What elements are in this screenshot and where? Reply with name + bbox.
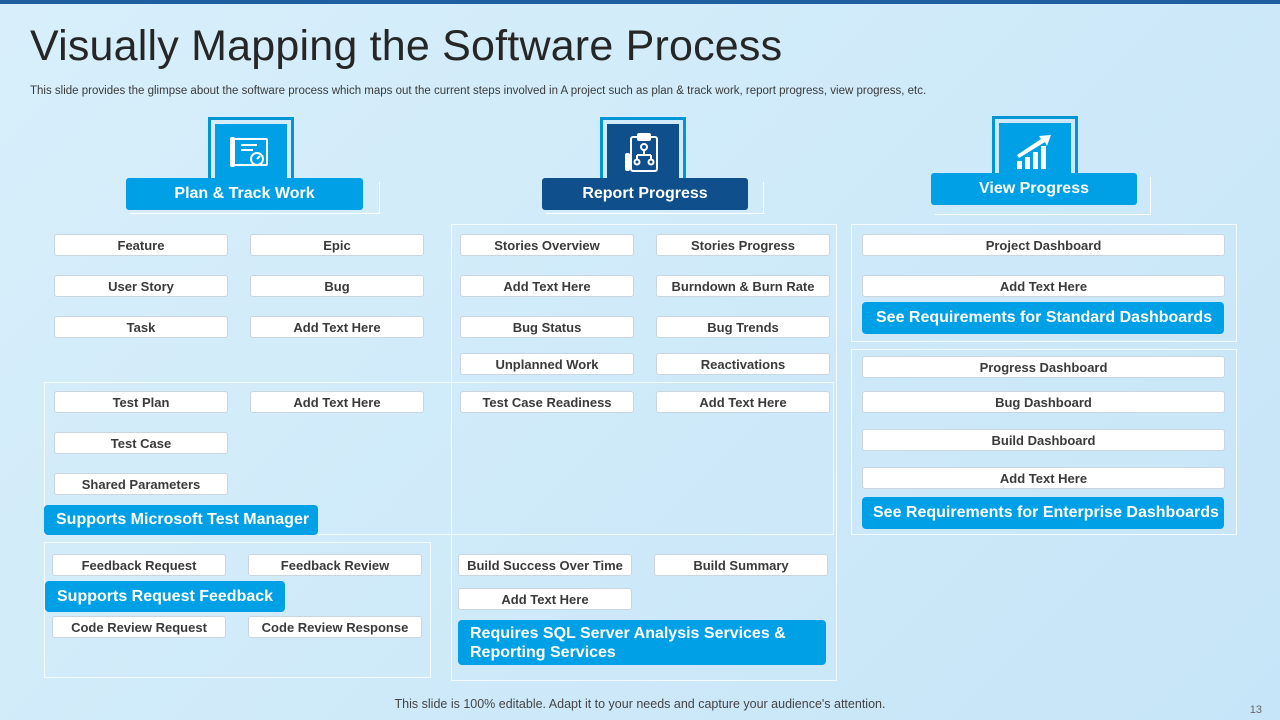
report-item-build-success: Build Success Over Time: [458, 554, 632, 576]
banner-enterprise-dashboards: See Requirements for Enterprise Dashboar…: [862, 497, 1224, 529]
test-group-box: [44, 382, 834, 535]
report-item-test-case-readiness: Test Case Readiness: [460, 391, 634, 413]
report-group-box: [451, 224, 837, 681]
view-header: View Progress: [931, 173, 1137, 205]
banner-request-feedback: Supports Request Feedback: [45, 581, 285, 612]
report-item-add-text-3: Add Text Here: [458, 588, 632, 610]
view-item-progress-dashboard: Progress Dashboard: [862, 356, 1225, 378]
plan-item-code-review-request: Code Review Request: [52, 616, 226, 638]
plan-item-feedback-request: Feedback Request: [52, 554, 226, 576]
plan-item-task: Task: [54, 316, 228, 338]
report-header: Report Progress: [542, 178, 748, 210]
report-item-burndown: Burndown & Burn Rate: [656, 275, 830, 297]
plan-item-add-text-2: Add Text Here: [250, 391, 424, 413]
blueprint-icon: [215, 124, 287, 182]
plan-item-shared-parameters: Shared Parameters: [54, 473, 228, 495]
plan-item-code-review-response: Code Review Response: [248, 616, 422, 638]
plan-item-user-story: User Story: [54, 275, 228, 297]
banner-microsoft-test-manager: Supports Microsoft Test Manager: [44, 505, 318, 535]
view-icon-tile: [992, 116, 1078, 186]
report-item-build-summary: Build Summary: [654, 554, 828, 576]
top-rule: [0, 0, 1280, 4]
plan-item-add-text: Add Text Here: [250, 316, 424, 338]
plan-item-bug: Bug: [250, 275, 424, 297]
plan-item-feature: Feature: [54, 234, 228, 256]
report-icon-tile: [600, 117, 686, 189]
page-title: Visually Mapping the Software Process: [30, 22, 783, 70]
plan-item-epic: Epic: [250, 234, 424, 256]
banner-sql-server: Requires SQL Server Analysis Services & …: [458, 620, 826, 665]
report-item-reactivations: Reactivations: [656, 353, 830, 375]
report-item-bug-trends: Bug Trends: [656, 316, 830, 338]
report-item-unplanned-work: Unplanned Work: [460, 353, 634, 375]
view-standard-box: [851, 224, 1237, 342]
footer-note: This slide is 100% editable. Adapt it to…: [394, 697, 886, 711]
plan-item-test-case: Test Case: [54, 432, 228, 454]
view-enterprise-box: [851, 349, 1237, 535]
report-item-add-text: Add Text Here: [460, 275, 634, 297]
report-item-stories-progress: Stories Progress: [656, 234, 830, 256]
report-item-stories-overview: Stories Overview: [460, 234, 634, 256]
page-number: 13: [1249, 704, 1262, 716]
view-header-shadow: [935, 177, 1151, 215]
plan-item-test-plan: Test Plan: [54, 391, 228, 413]
report-item-bug-status: Bug Status: [460, 316, 634, 338]
plan-item-feedback-review: Feedback Review: [248, 554, 422, 576]
view-item-project-dashboard: Project Dashboard: [862, 234, 1225, 256]
view-item-add-text-2: Add Text Here: [862, 467, 1225, 489]
feedback-group-box: [44, 542, 431, 678]
plan-header-shadow: [130, 182, 380, 214]
report-item-add-text-2: Add Text Here: [656, 391, 830, 413]
report-header-shadow: [546, 182, 764, 214]
view-item-bug-dashboard: Bug Dashboard: [862, 391, 1225, 413]
growth-chart-icon: [999, 123, 1071, 179]
clipboard-chart-icon: [607, 124, 679, 182]
view-item-add-text: Add Text Here: [862, 275, 1225, 297]
page-subtitle: This slide provides the glimpse about th…: [30, 85, 927, 97]
banner-standard-dashboards: See Requirements for Standard Dashboards: [862, 302, 1224, 334]
view-item-build-dashboard: Build Dashboard: [862, 429, 1225, 451]
plan-header: Plan & Track Work: [126, 178, 363, 210]
